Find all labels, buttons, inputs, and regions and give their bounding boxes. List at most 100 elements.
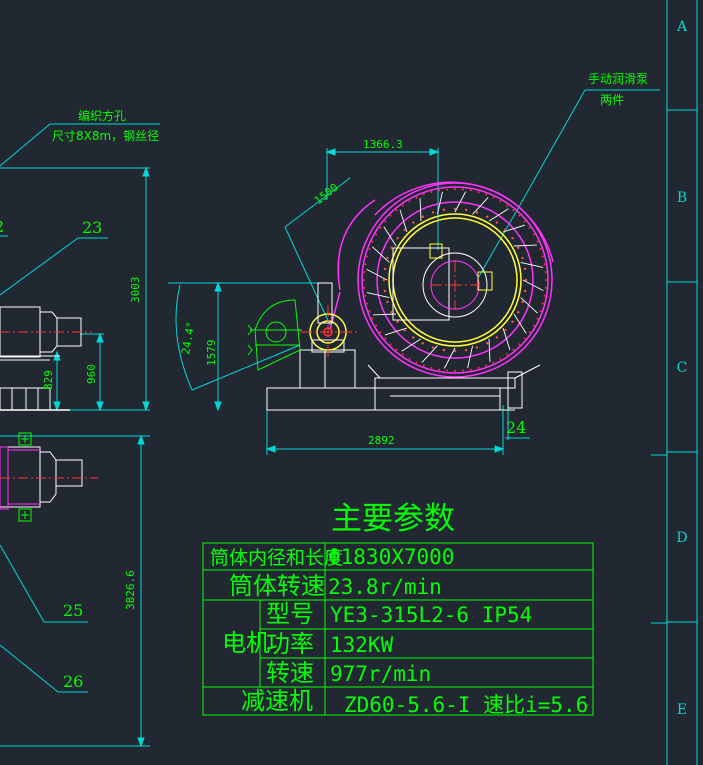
gear-tooth [371,240,374,243]
liner-bolt [386,256,389,260]
dim-3003-text: 3003 [129,277,142,304]
gear-spoke [366,268,388,281]
liner-bolt [475,346,479,349]
liner-bolt [383,289,387,293]
note-mesh-title: 编织方孔 [78,108,126,123]
liner-bolt [495,221,498,224]
gear-tooth [364,263,367,266]
gear-spoke [520,297,538,314]
param-label-drum-size: 筒体内径和长度 [210,547,343,569]
girth-gear [329,181,554,378]
liner-bolt [421,342,424,345]
liner-bolt [442,208,446,212]
liner-bolt [486,342,489,345]
plan-motor-outline [0,446,83,508]
callout-numbers: 2 23 24 25 26 [0,217,526,691]
gear-tooth [477,191,480,194]
liner-bolt [390,311,393,314]
gear-tooth [454,188,456,190]
gear-tooth [544,286,547,289]
liner-bolt [521,256,524,260]
dim-829-text: 829 [42,370,55,390]
gear-tooth [506,204,509,207]
gear-tooth [477,366,480,369]
gear-tooth [438,368,441,371]
gear-spoke [419,198,422,222]
note-handwheel-line1: 手动润滑泵 [588,72,648,86]
gear-tooth [536,317,539,320]
liner-bolt [464,208,468,212]
gear-spoke [488,338,491,362]
parameter-table: 主要参数 筒体内径和长度 筒体转速 型号 功率 转速 减速机 电机 Φ1830X… [202,501,594,717]
gear-tooth [469,189,472,192]
gear-tooth [499,357,502,360]
gear-tooth [461,188,464,191]
gear-tooth [485,364,488,367]
gear-spoke [401,338,422,352]
gear-tooth [461,369,464,372]
gear-tooth [364,294,367,297]
param-value-reducer: ZD60-5.6-I 速比i=5.6 [344,693,588,717]
gear-spoke [454,191,467,213]
dim-960-text: 960 [85,364,98,384]
param-label-drum-speed: 筒体转速 [229,572,325,600]
table-grid [202,542,594,716]
gear-tooth [528,331,531,334]
gear-spoke [488,208,509,222]
liner-bolt [403,329,406,332]
plan-anchor-bolts [18,432,32,522]
gear-tooth [543,294,546,297]
gear-tooth [523,220,526,223]
dim-1366-text: 1366.3 [363,138,403,151]
dim-2892-text: 2892 [368,434,395,447]
zone-b-label: B [677,190,687,206]
gear-tooth [408,200,411,203]
liner-bolt [453,349,457,353]
gear-tooth [371,317,374,320]
gear-tooth [368,310,371,313]
gear-spoke [502,327,511,351]
gear-teeth [363,188,547,372]
liner-bolt [504,329,507,332]
gear-tooth [363,279,365,281]
gear-tooth [384,337,387,340]
drawing-notes: 编织方孔 尺寸8X8m，钢丝径 手动润滑泵 两件 [52,72,648,143]
zone-c-label: C [677,360,688,376]
liner-bolt [486,215,489,218]
gear-tooth [408,357,411,360]
liner-bolt [396,320,399,323]
dim-1579-text: 1579 [205,340,218,367]
left-front-view [0,123,160,412]
gear-spoke [467,345,474,369]
param-value-motor-speed: 977r/min [330,662,431,686]
gear-tooth [446,188,449,191]
liner-bolt [517,311,520,314]
liner-bolt [523,289,527,293]
liner-bolt [523,267,527,271]
gear-tooth [389,343,392,346]
gear-tooth [363,271,366,274]
gear-tooth [545,279,547,281]
gear-spoke [399,209,408,233]
table-labels: 筒体内径和长度 筒体转速 型号 功率 转速 减速机 电机 [210,547,343,715]
gear-spoke [513,313,527,334]
liner-bolt [442,348,446,352]
liner-bolt [504,228,507,231]
gear-spoke [384,327,408,336]
liner-bolt [403,228,406,231]
zone-a-label: A [676,19,688,35]
drawing-border [651,0,698,765]
gear-tooth [492,196,495,199]
gear-tooth [384,220,387,223]
gear-tooth [415,361,418,364]
liner-bolt [495,336,498,339]
gear-tooth [485,193,488,196]
liner-bolt [396,237,399,240]
reducer-and-pinion [247,299,302,371]
gear-tooth [389,214,392,217]
zone-d-label: D [676,530,687,546]
gear-tooth [379,226,382,229]
gear-spoke [383,226,397,247]
